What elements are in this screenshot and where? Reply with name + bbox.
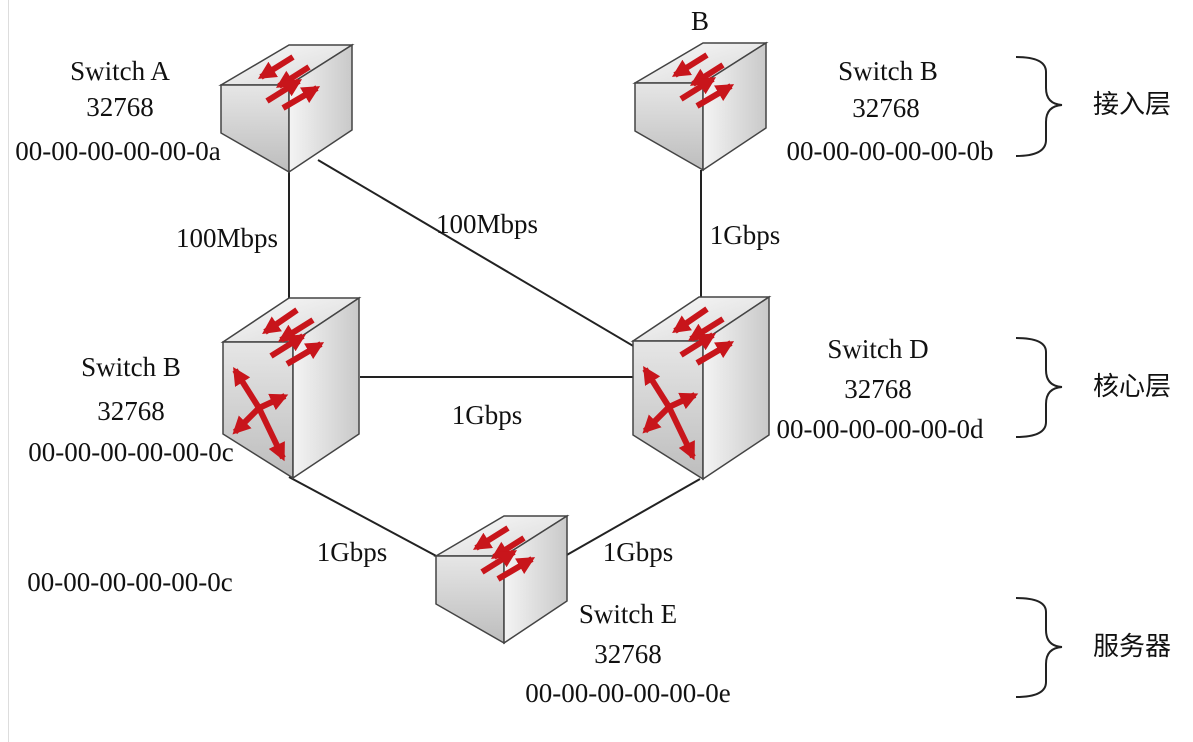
left-border [8, 0, 9, 742]
link-a-d-speed: 100Mbps [435, 209, 539, 239]
switch-d-priority: 32768 [844, 374, 912, 404]
link-a-d [317, 159, 641, 351]
switch-c-core-icon [220, 296, 362, 480]
switch-d-mac: 00-00-00-00-00-0d [776, 414, 984, 444]
link-d-e-speed: 1Gbps [602, 537, 674, 567]
switch-b-top-name: Switch B [838, 56, 938, 86]
link-c-e-speed: 1Gbps [316, 537, 388, 567]
layer-access-label: 接入层 [1093, 90, 1172, 120]
layer-braces [1015, 56, 1063, 698]
brace-core [1015, 337, 1063, 438]
brace-server [1015, 597, 1063, 698]
switch-c-mac: 00-00-00-00-00-0c [28, 437, 234, 467]
link-a-c-speed: 100Mbps [175, 223, 279, 253]
switch-b-top-icon [632, 41, 769, 172]
switch-d-core-icon [630, 295, 772, 481]
switch-a-name: Switch A [70, 56, 170, 86]
switch-b-top-priority: 32768 [852, 93, 920, 123]
links [288, 159, 702, 559]
switch-b-top-label: B [690, 6, 710, 36]
brace-access [1015, 56, 1063, 157]
switch-b-top-mac: 00-00-00-00-00-0b [786, 136, 994, 166]
switch-a-mac: 00-00-00-00-00-0a [15, 136, 221, 166]
extra-mac-label: 00-00-00-00-00-0c [27, 567, 233, 597]
layer-core-label: 核心层 [1093, 372, 1172, 402]
switch-c-priority: 32768 [97, 396, 165, 426]
switch-e-name: Switch E [578, 599, 678, 629]
link-c-d-speed: 1Gbps [451, 400, 523, 430]
switch-e-icon [433, 514, 570, 645]
switch-c-name: Switch B [81, 352, 181, 382]
switch-d-name: Switch D [827, 334, 929, 364]
switch-a-icon [218, 43, 355, 174]
link-b-d-speed: 1Gbps [709, 220, 781, 250]
switch-a-priority: 32768 [86, 92, 154, 122]
layer-server-label: 服务器 [1093, 632, 1172, 662]
switch-e-mac: 00-00-00-00-00-0e [525, 678, 731, 708]
switch-e-priority: 32768 [594, 639, 662, 669]
link-c-e [288, 476, 441, 559]
link-d-e [564, 478, 701, 557]
